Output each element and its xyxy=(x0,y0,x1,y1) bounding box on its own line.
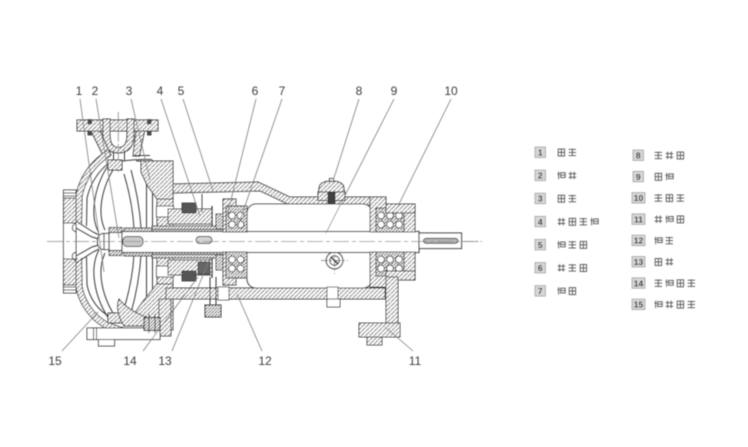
svg-text:3: 3 xyxy=(538,194,543,204)
svg-text:8: 8 xyxy=(636,151,641,161)
svg-text:2: 2 xyxy=(538,171,543,181)
svg-text:11: 11 xyxy=(634,214,643,224)
svg-text:7: 7 xyxy=(538,286,543,296)
svg-text:8: 8 xyxy=(356,84,363,98)
svg-text:13: 13 xyxy=(634,257,644,267)
svg-text:10: 10 xyxy=(634,193,644,203)
svg-text:12: 12 xyxy=(634,236,644,246)
svg-text:5: 5 xyxy=(178,84,185,98)
svg-text:11: 11 xyxy=(409,354,422,368)
svg-text:1: 1 xyxy=(76,84,83,98)
svg-text:4: 4 xyxy=(157,84,164,98)
svg-text:6: 6 xyxy=(252,84,259,98)
svg-text:5: 5 xyxy=(538,240,543,250)
svg-text:15: 15 xyxy=(48,354,62,368)
svg-text:10: 10 xyxy=(444,84,458,98)
svg-text:9: 9 xyxy=(636,172,641,182)
svg-text:7: 7 xyxy=(279,84,286,98)
svg-text:14: 14 xyxy=(123,354,137,368)
svg-text:9: 9 xyxy=(391,84,398,98)
svg-text:6: 6 xyxy=(538,263,543,273)
svg-text:4: 4 xyxy=(538,217,543,227)
svg-text:13: 13 xyxy=(158,354,172,368)
svg-text:1: 1 xyxy=(538,148,543,158)
svg-text:14: 14 xyxy=(634,278,644,288)
svg-text:12: 12 xyxy=(258,354,272,368)
svg-text:15: 15 xyxy=(634,300,644,310)
svg-text:2: 2 xyxy=(92,84,99,98)
svg-text:3: 3 xyxy=(126,84,133,98)
